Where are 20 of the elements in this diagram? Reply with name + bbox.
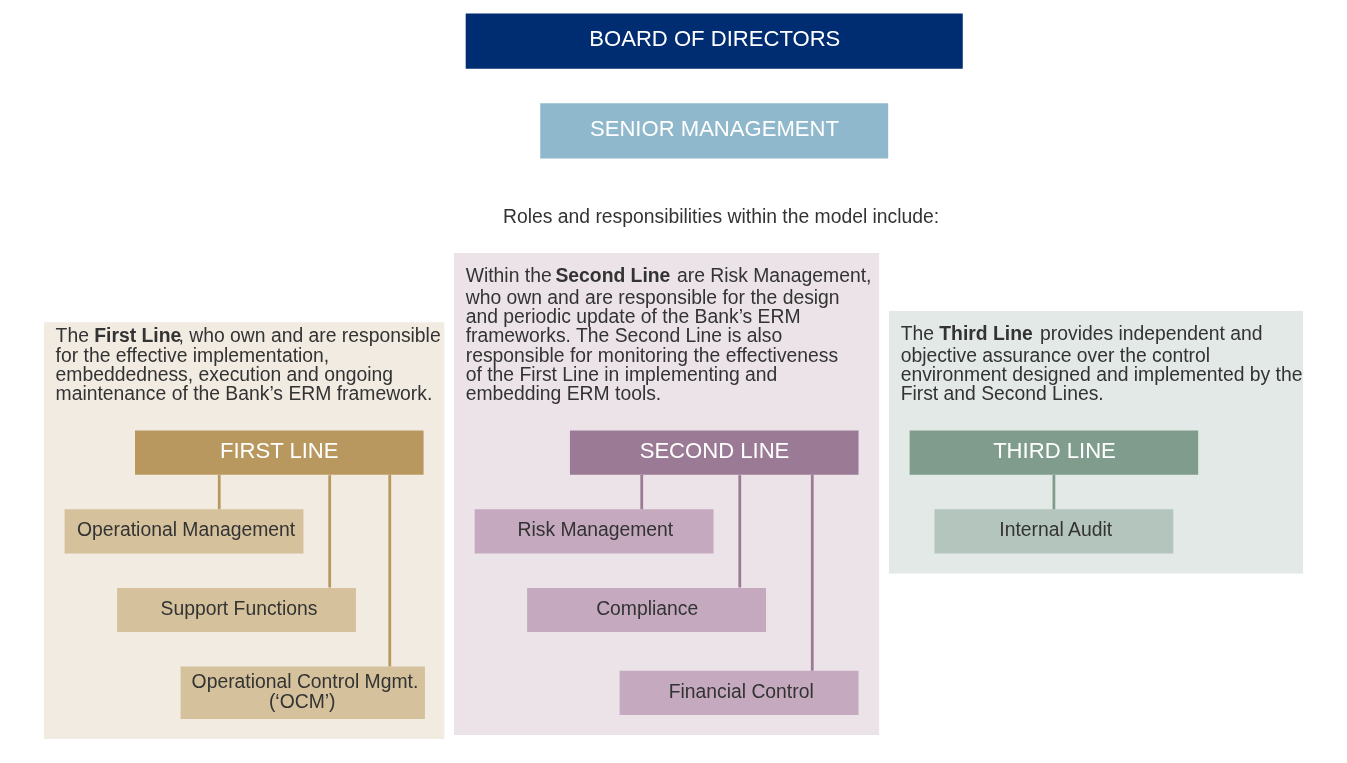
node-box: Operational Management <box>64 509 304 554</box>
connector <box>388 474 392 667</box>
node-box: THIRD LINE <box>909 430 1199 475</box>
node-box: FIRST LINE <box>135 430 424 475</box>
node-box: BOARD OF DIRECTORS <box>465 13 963 69</box>
connector <box>1052 474 1056 510</box>
node-box: Risk Management <box>474 509 714 554</box>
node-box: Operational Control Mgmt. (‘OCM’) <box>180 666 425 720</box>
connector <box>738 475 742 588</box>
node-box: Support Functions <box>117 587 356 633</box>
node-box: Compliance <box>527 587 766 633</box>
node-box: SECOND LINE <box>569 430 859 475</box>
node-box: Internal Audit <box>934 509 1174 554</box>
node-box: Financial Control <box>619 670 859 715</box>
connector <box>328 475 332 588</box>
label: Roles and responsibilities within the model include: <box>502 205 940 227</box>
node-box: SENIOR MANAGEMENT <box>540 103 889 159</box>
connector <box>640 474 644 510</box>
connector <box>810 474 814 671</box>
connector <box>217 474 221 510</box>
